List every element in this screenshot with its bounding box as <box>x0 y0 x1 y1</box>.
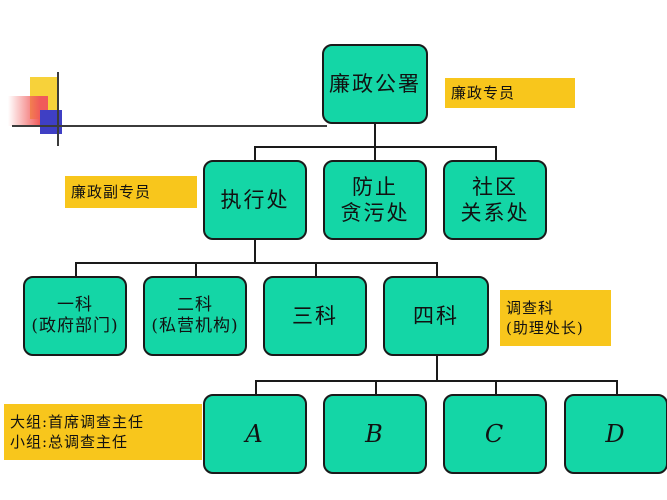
node-section-3-label: 三科 <box>292 303 338 328</box>
decor-horizontal-line <box>12 125 327 127</box>
node-group-c: C <box>443 394 547 474</box>
node-community-relations-dept-label: 社区 关系处 <box>460 174 530 225</box>
decor-vertical-line <box>57 72 59 146</box>
node-operations-dept: 执行处 <box>203 160 307 240</box>
label-deputy-commissioner-text: 廉政副专员 <box>71 182 152 201</box>
node-section-1: 一科 (政府部门) <box>23 276 127 356</box>
label-commissioner: 廉政专员 <box>445 78 575 108</box>
node-group-a: A <box>203 394 307 474</box>
label-investigation-line-2: (助理处长) <box>506 319 584 337</box>
node-section-4: 四科 <box>383 276 489 356</box>
connector-to-section3 <box>315 262 317 278</box>
node-operations-dept-label: 执行处 <box>220 187 290 212</box>
node-section-4-label: 四科 <box>413 303 459 328</box>
decor-blue-square <box>40 110 62 134</box>
node-group-d-label: D <box>605 420 627 448</box>
node-icac-label: 廉政公署 <box>329 71 421 96</box>
node-section-2: 二科 (私营机构) <box>143 276 247 356</box>
node-group-c-label: C <box>484 420 506 448</box>
node-icac: 廉政公署 <box>322 44 428 124</box>
connector-to-prevention <box>374 146 376 162</box>
node-corruption-prevention-dept-label: 防止 贪污处 <box>340 174 410 225</box>
node-section-3: 三科 <box>263 276 367 356</box>
node-group-a-label: A <box>245 420 265 448</box>
connector-root-down <box>374 122 376 147</box>
node-corruption-prevention-dept: 防止 贪污处 <box>323 160 427 240</box>
label-group-leaders-line-1: 大组:首席调查主任 <box>10 412 145 431</box>
node-group-b-label: B <box>365 420 385 448</box>
connector-exec-down <box>254 238 256 263</box>
connector-section4-down <box>436 354 438 381</box>
node-group-d: D <box>564 394 667 474</box>
connector-to-group-b <box>375 380 377 396</box>
node-community-relations-dept: 社区 关系处 <box>443 160 547 240</box>
label-investigation-section: 调查科 (助理处长) <box>500 290 611 346</box>
node-group-b: B <box>323 394 427 474</box>
connector-to-section2 <box>195 262 197 278</box>
connector-to-exec <box>254 146 256 162</box>
node-section-2-label: 二科 (私营机构) <box>151 294 239 336</box>
connector-to-group-a <box>255 380 257 396</box>
connector-to-section1 <box>75 262 77 278</box>
connector-level3-bus <box>75 262 437 264</box>
node-section-1-label: 一科 (政府部门) <box>31 294 119 336</box>
label-investigation-line-1: 调查科 <box>506 298 555 317</box>
connector-to-community <box>495 146 497 162</box>
label-group-leaders: 大组:首席调查主任 小组:总调查主任 <box>4 404 202 460</box>
label-group-leaders-line-2: 小组:总调查主任 <box>10 433 129 451</box>
connector-to-section4 <box>436 262 438 278</box>
connector-level4-bus <box>255 380 617 382</box>
label-commissioner-text: 廉政专员 <box>451 83 516 102</box>
label-deputy-commissioner: 廉政副专员 <box>65 176 197 208</box>
connector-to-group-d <box>616 380 618 396</box>
connector-to-group-c <box>495 380 497 396</box>
